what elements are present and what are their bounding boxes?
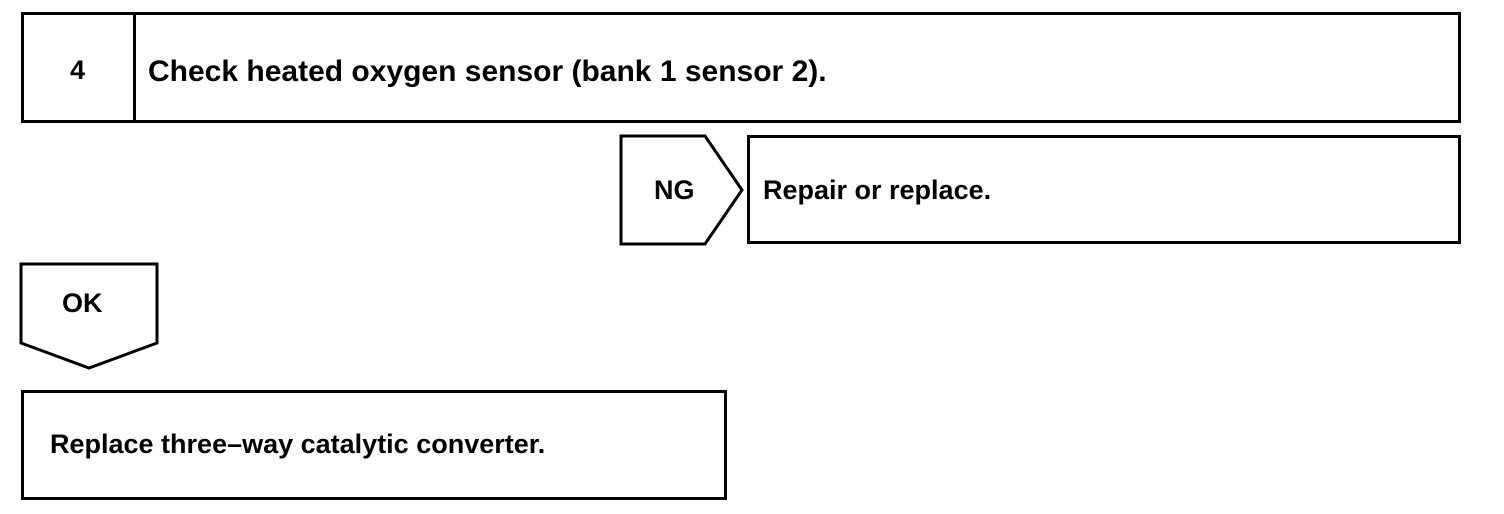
ng-arrow-tag <box>619 134 744 246</box>
ok-label: OK <box>62 288 103 318</box>
step-number: 4 <box>70 55 86 85</box>
ng-action-box <box>747 135 1461 244</box>
ng-label: NG <box>654 175 695 205</box>
ok-arrow-tag <box>19 262 159 370</box>
step-box <box>21 12 1461 123</box>
ok-action-box <box>21 390 727 500</box>
ok-action-text: Replace three–way catalytic converter. <box>50 429 546 459</box>
ng-action-text: Repair or replace. <box>763 175 992 205</box>
step-title: Check heated oxygen sensor (bank 1 senso… <box>148 55 827 88</box>
step-number-divider <box>133 12 136 123</box>
